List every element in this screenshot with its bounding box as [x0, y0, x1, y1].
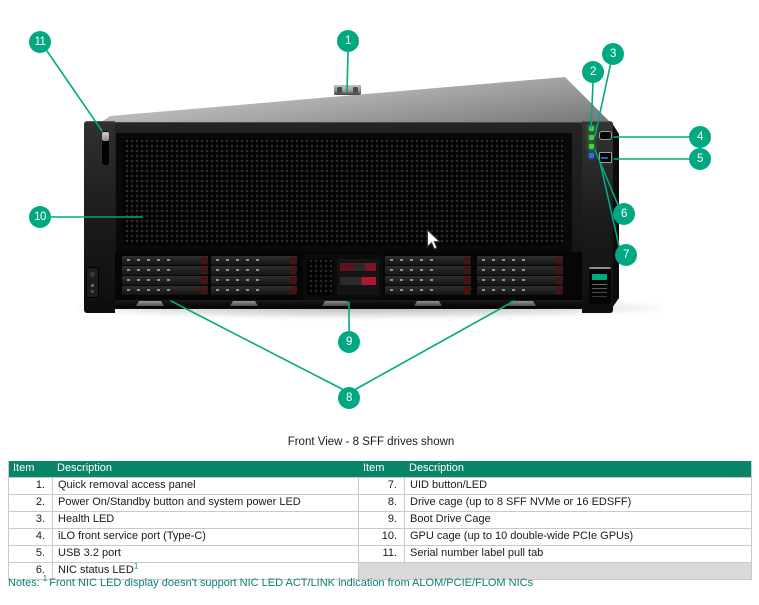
- drive-stack-4: [477, 256, 563, 298]
- item-number: 9.: [359, 512, 405, 529]
- usb-3-2-port: [599, 152, 612, 163]
- item-number: 8.: [359, 495, 405, 512]
- drive-carrier: [211, 276, 297, 285]
- item-number: 3.: [9, 512, 53, 529]
- nic-status-led: [589, 144, 594, 149]
- item-number: 10.: [359, 529, 405, 546]
- item-number: 5.: [9, 546, 53, 563]
- hpe-label-tab: [589, 267, 611, 304]
- callout-leader-lines: [46, 50, 690, 390]
- item-desc: Boot Drive Cage: [405, 512, 751, 529]
- boot-cage-vent: [307, 259, 333, 295]
- left-bezel-label: [86, 267, 99, 298]
- drive-carrier: [211, 286, 297, 295]
- drive-carrier: [385, 256, 471, 265]
- drive-carrier: [211, 256, 297, 265]
- item-desc: Quick removal access panel: [53, 478, 359, 495]
- callout-11: 11: [29, 31, 51, 53]
- ejector-tab: [414, 301, 442, 306]
- item-number: 6.: [9, 563, 53, 580]
- drive-stack-3: [385, 256, 471, 298]
- footnote-label: Notes:: [8, 577, 40, 589]
- item-desc: iLO front service port (Type-C): [53, 529, 359, 546]
- callout-6: 6: [613, 203, 635, 225]
- ejector-tab: [230, 301, 258, 306]
- footnote-marker: 1: [133, 563, 139, 571]
- footnote-marker: 1: [42, 574, 48, 584]
- footnote-text: Front NIC LED display doesn't support NI…: [49, 577, 534, 589]
- serial-pull-tab: [102, 132, 109, 141]
- drive-stack-1: [122, 256, 208, 298]
- col-header-item-1: Item: [9, 461, 53, 478]
- item-desc: GPU cage (up to 10 double-wide PCIe GPUs…: [405, 529, 751, 546]
- boot-drive-cage: [303, 254, 383, 300]
- drive-carrier: [211, 266, 297, 275]
- callout-3: 3: [602, 43, 624, 65]
- drive-carrier: [477, 286, 563, 295]
- col-header-desc-2: Description: [405, 461, 751, 478]
- boot-cage-panel: [337, 259, 379, 295]
- drive-carrier: [477, 266, 563, 275]
- item-desc: UID button/LED: [405, 478, 751, 495]
- mouse-cursor: [426, 229, 441, 250]
- figure-caption: Front View - 8 SFF drives shown: [287, 436, 455, 448]
- item-desc: USB 3.2 port: [53, 546, 359, 563]
- drive-stack-2: [211, 256, 297, 298]
- gpu-cage-grille: [116, 133, 572, 252]
- drive-carrier: [477, 276, 563, 285]
- callout-5: 5: [689, 148, 711, 170]
- boot-drive-1: [340, 263, 376, 271]
- item-desc: Serial number label pull tab: [405, 546, 751, 563]
- item-number: 7.: [359, 478, 405, 495]
- hpe-logo: [592, 274, 607, 280]
- item-number: 4.: [9, 529, 53, 546]
- item-number: 11.: [359, 546, 405, 563]
- drive-carrier: [122, 266, 208, 275]
- right-bezel-control-panel: [582, 121, 613, 313]
- item-number: 2.: [9, 495, 53, 512]
- drive-carrier: [385, 276, 471, 285]
- item-desc: Drive cage (up to 8 SFF NVMe or 16 EDSFF…: [405, 495, 751, 512]
- drive-bay-row: [115, 252, 583, 300]
- item-desc: Power On/Standby button and system power…: [53, 495, 359, 512]
- item-desc: NIC status LED1: [53, 563, 359, 580]
- serial-pull-tab-slot: [102, 131, 109, 165]
- drive-carrier: [385, 266, 471, 275]
- drive-carrier: [477, 256, 563, 265]
- callout-2: 2: [582, 61, 604, 83]
- callout-1: 1: [337, 30, 359, 52]
- drop-shadow: [76, 301, 662, 318]
- drive-carrier: [122, 286, 208, 295]
- callout-9: 9: [338, 331, 360, 353]
- item-number: 1.: [9, 478, 53, 495]
- drive-carrier: [385, 286, 471, 295]
- ilo-service-port-type-c: [599, 131, 612, 140]
- callout-4: 4: [689, 126, 711, 148]
- ejector-tab: [136, 301, 164, 306]
- empty-cell: [359, 563, 751, 580]
- callout-7: 7: [615, 244, 637, 266]
- item-desc: Health LED: [53, 512, 359, 529]
- uid-led: [589, 153, 594, 158]
- boot-drive-2: [340, 277, 376, 285]
- grille-mesh: [123, 139, 564, 245]
- callout-8: 8: [338, 387, 360, 409]
- col-header-item-2: Item: [359, 461, 405, 478]
- col-header-desc-1: Description: [53, 461, 359, 478]
- callout-10: 10: [29, 206, 51, 228]
- drive-carrier: [122, 256, 208, 265]
- parts-table: Item Description Item Description 1. Qui…: [8, 461, 752, 580]
- health-led: [589, 135, 594, 140]
- drive-carrier: [122, 276, 208, 285]
- server-front-view-figure: 1 2 3 4 5 6 7 8 9 10 11: [29, 30, 711, 409]
- ejector-tab: [508, 301, 536, 306]
- ejector-tab: [322, 301, 350, 306]
